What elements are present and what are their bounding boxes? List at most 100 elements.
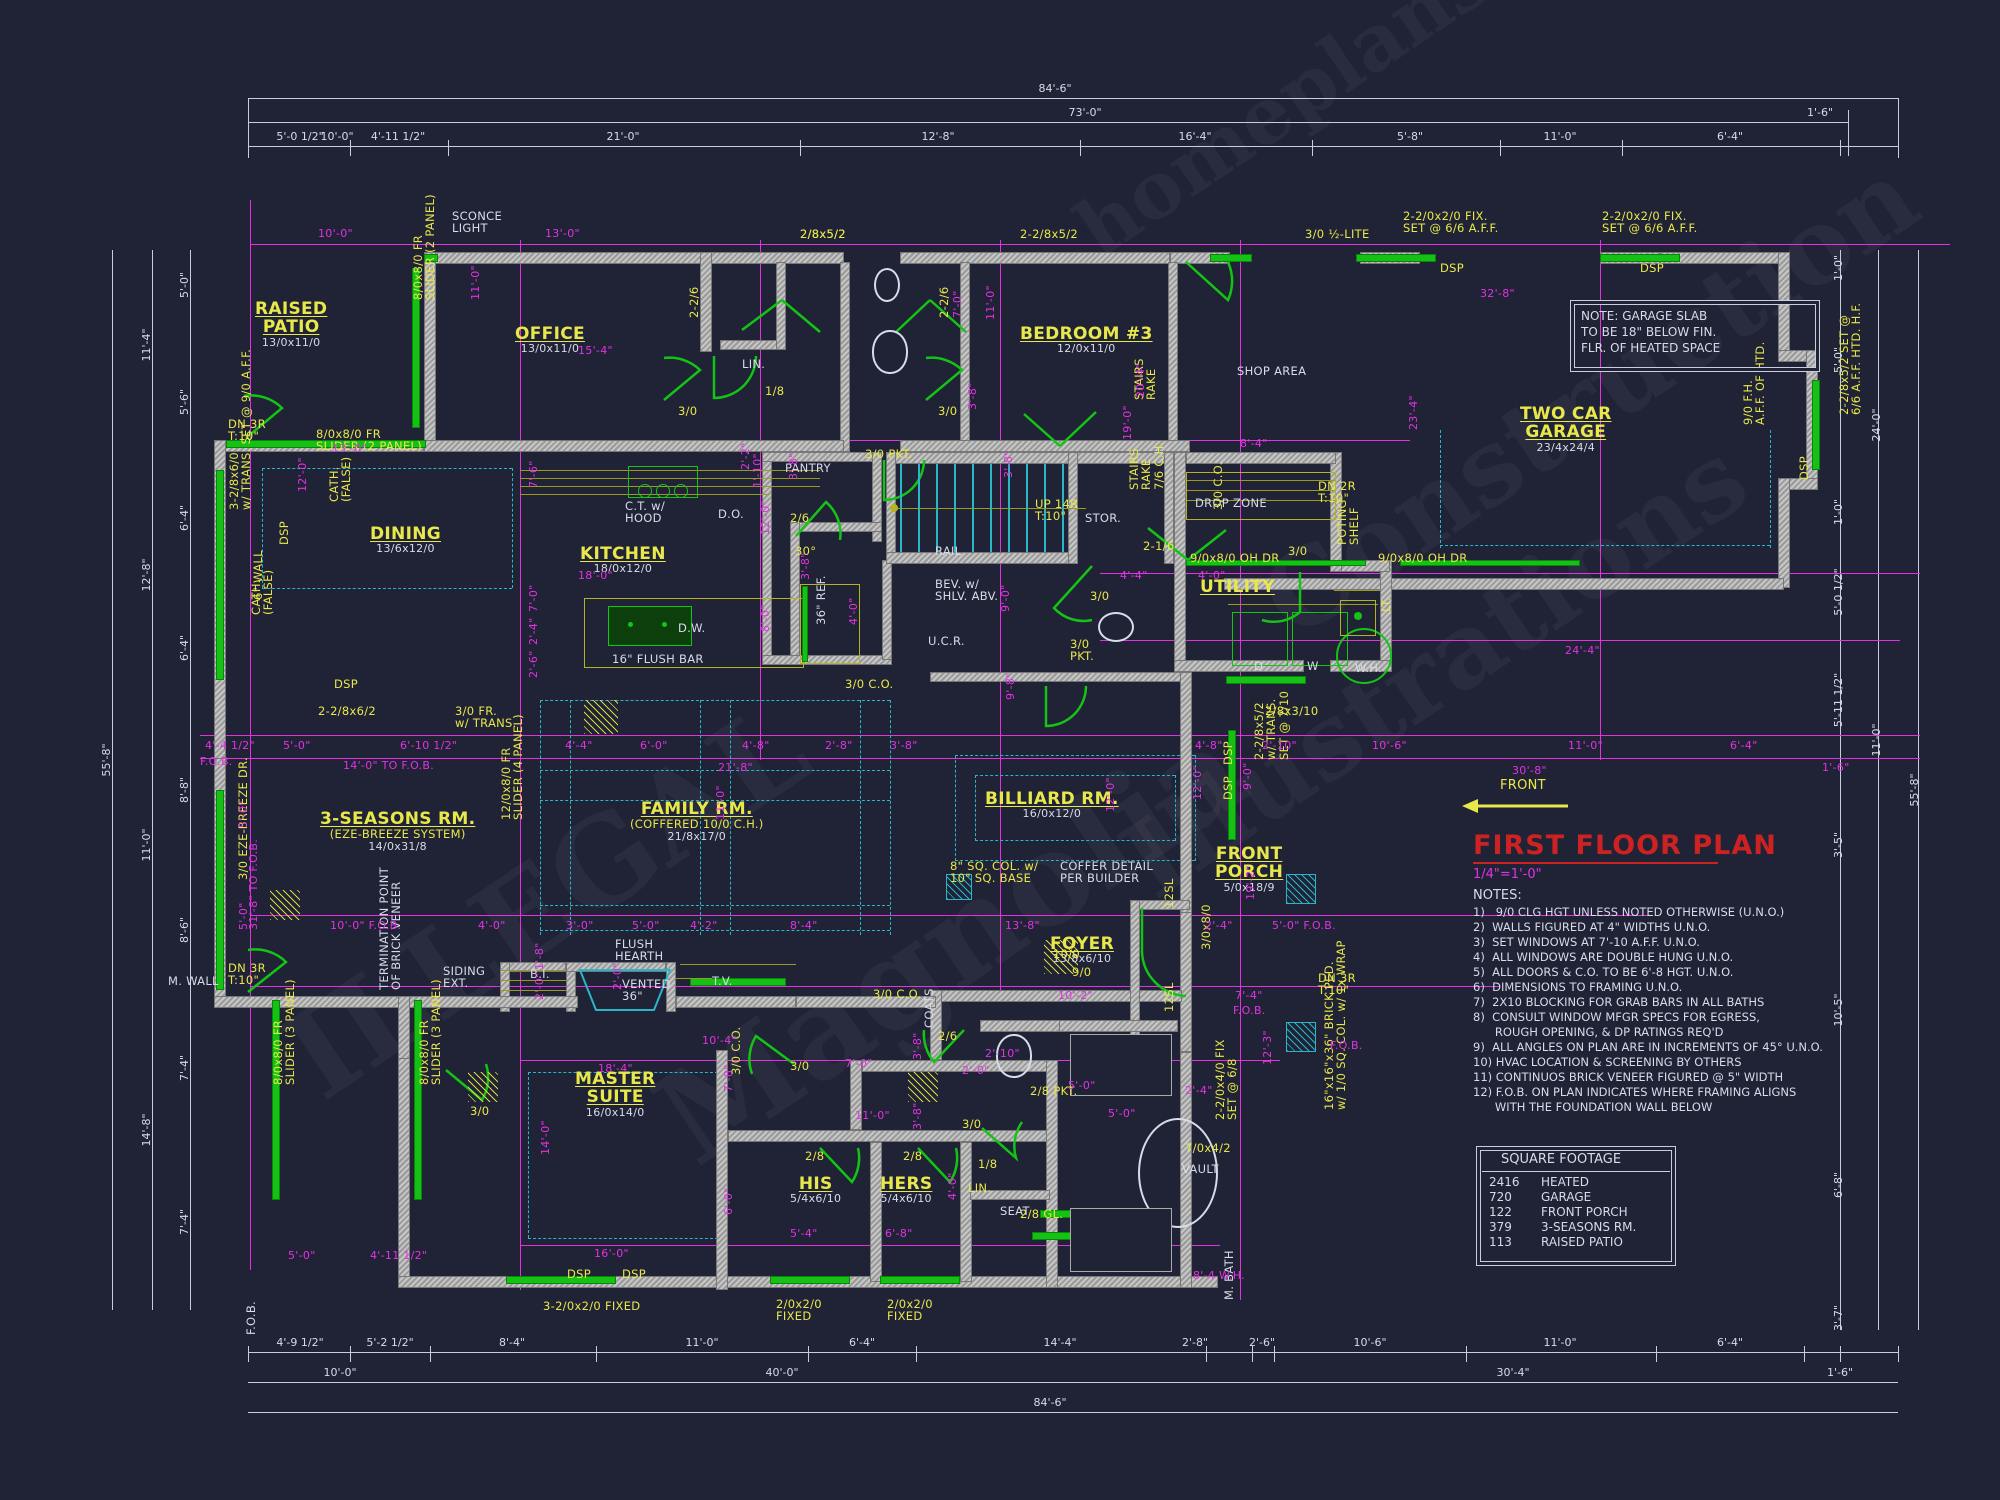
- framing-dimension-text: 8'-4 W.H.: [1193, 1269, 1245, 1282]
- framing-dimension-text: 2'-6": [527, 650, 540, 678]
- notes-list: 1) 9/0 CLG HGT UNLESS NOTED OTHERWISE (U…: [1473, 905, 1823, 1114]
- dimension-text-right: 5'-11 1/2": [1832, 672, 1845, 728]
- spec-callout-text: PKT.: [1070, 649, 1095, 663]
- dimension-text-top: 10'-0": [320, 130, 354, 143]
- framing-dimension-text: 5'-0": [237, 902, 250, 930]
- framing-dimension-text: 9'-0": [1241, 762, 1254, 790]
- title-block: FIRST FLOOR PLAN 1/4"=1'-0" NOTES: 1) 9/…: [1473, 830, 1823, 1114]
- spec-callout-text: 2/8: [903, 1149, 923, 1163]
- spec-callout-text: 3/0 FR. w/ TRANS.: [455, 704, 517, 731]
- spec-callout-text: 8/0x8/0 FR SLIDER (3 PANEL): [271, 979, 298, 1085]
- dim-extension: [1898, 98, 1899, 158]
- dim-tick: [448, 140, 449, 156]
- spec-callout-text: 2-2/8x6/2: [318, 704, 376, 718]
- stair-rail-line: [896, 508, 1086, 509]
- scale-label: 1/4"=1'-0": [1473, 867, 1542, 882]
- framing-dimension-text: 2'-0": [611, 962, 624, 990]
- spec-callout-text: UP 14R T:10": [1035, 497, 1079, 524]
- dim-tick: [1466, 1346, 1467, 1362]
- spec-callout-text: 2/0x2/0 FIXED: [776, 1297, 822, 1324]
- room-name: HERS: [880, 1174, 933, 1194]
- dim-tick: [1656, 1346, 1657, 1362]
- spec-callout-text: DSP: [567, 1267, 591, 1281]
- room-dimension: 13/8x6/10: [1052, 952, 1112, 966]
- framing-dimension-text: 10'-4": [702, 1034, 737, 1047]
- room-dimension: 16/0x12/0: [1022, 807, 1082, 821]
- notes-item: 3) SET WINDOWS AT 7'-10 A.F.F. U.N.O.: [1473, 935, 1700, 949]
- room-dimension: 13/0x11/0: [261, 335, 321, 349]
- spec-callout-text: DN 2R T:10": [1318, 479, 1356, 506]
- spec-callout-text: 2-1/6: [1143, 539, 1175, 553]
- dim-tick: [808, 1346, 809, 1362]
- spec-callout-text: 12SL: [1162, 982, 1176, 1012]
- room-dimension: 14/0x31/8: [368, 839, 427, 853]
- dim-extension: [248, 98, 249, 158]
- room-subnote: (EZE-BREEZE SYSTEM): [329, 827, 466, 842]
- notes-item: 4) ALL WINDOWS ARE DOUBLE HUNG U.N.O.: [1473, 950, 1734, 964]
- dimension-text-top: 73'-0": [1068, 106, 1102, 119]
- dimension-text-bottom: 40'-0": [765, 1366, 799, 1379]
- square-footage-value: 122: [1489, 1205, 1512, 1219]
- framing-dimension-text: 1'-6": [1822, 761, 1850, 774]
- room-dimension: 16/0x14/0: [585, 1105, 645, 1119]
- framing-dimension-text: 10'-0" F.O.B.: [330, 919, 402, 932]
- annotation-text: RAIL: [935, 544, 962, 558]
- dim-tick: [1898, 1346, 1899, 1362]
- dim-rule: [1878, 250, 1879, 1330]
- dimension-text-right: 1'-0": [1832, 498, 1845, 526]
- square-footage-label: HEATED: [1541, 1175, 1590, 1189]
- square-footage-label: GARAGE: [1541, 1190, 1592, 1204]
- dimension-text-left: 14'-8": [140, 1113, 153, 1147]
- framing-dimension-text: 2'-0": [962, 1064, 990, 1077]
- room-name: TWO CAR GARAGE: [1520, 404, 1612, 443]
- spec-callout-text: CATH. (FALSE): [327, 456, 354, 502]
- framing-dimension-text: F.O.B.: [200, 755, 233, 768]
- spec-callout-text: 9/0: [1072, 965, 1092, 979]
- room-name: FAMILY RM.: [640, 799, 753, 819]
- framing-dimension-text: 4'-4": [565, 739, 593, 752]
- framing-dimension-text: 9'-8": [1004, 672, 1017, 700]
- spec-callout-text: 2/0x2/0 FIXED: [887, 1297, 933, 1324]
- spec-callout-text: 16"x16"x36" BRICK PED. w/ 1/0 SQ. COL. w…: [1322, 940, 1349, 1110]
- framing-dimension-text: 10'-0": [318, 227, 353, 240]
- room-name: MASTER SUITE: [575, 1069, 656, 1108]
- framing-dimension-text: F.O.B.: [1233, 1004, 1266, 1017]
- spec-callout-text: 7/0x4/2: [1185, 1141, 1231, 1155]
- framing-dimension-text: 3'-8": [787, 452, 800, 480]
- dimension-text-left: 5'-6": [178, 388, 191, 416]
- spec-callout-text: 1/8: [978, 1157, 998, 1171]
- room-name: OFFICE: [515, 324, 585, 344]
- notes-item: 11) CONTINUOS BRICK VENEER FIGURED @ 5" …: [1473, 1070, 1784, 1084]
- room-dimension: 23/4x24/4: [1536, 440, 1596, 454]
- dim-rule: [1918, 250, 1919, 1330]
- annotation-text: SHOP AREA: [1237, 364, 1307, 378]
- framing-dimension-text: 4'-11 1/2": [370, 1249, 428, 1262]
- dim-rule: [112, 250, 113, 1310]
- annotation-text: SCONCE LIGHT: [452, 209, 503, 236]
- spec-callout-text: POTING SHELF: [1335, 499, 1362, 545]
- annotation-text: B.I.: [530, 967, 550, 981]
- spec-callout-text: LT.: [1379, 596, 1393, 612]
- framing-dimension-text: 4'-8": [1195, 739, 1223, 752]
- dim-tick: [350, 1346, 351, 1362]
- annotation-text: VENTED 36": [622, 977, 671, 1004]
- notes-item: 1) 9/0 CLG HGT UNLESS NOTED OTHERWISE (U…: [1473, 905, 1785, 919]
- dim-tick: [916, 1346, 917, 1362]
- framing-dimension-text: 4'-0": [1198, 569, 1226, 582]
- dimension-text-left: 11'-4": [140, 328, 153, 362]
- framing-dimension-text: 5'-0": [288, 1249, 316, 1262]
- framing-dimension-text: 6'-0": [640, 739, 668, 752]
- garage-note-text: NOTE: GARAGE SLAB TO BE 18" BELOW FIN. F…: [1581, 309, 1721, 356]
- square-footage-label: FRONT PORCH: [1541, 1205, 1628, 1219]
- front-label: FRONT: [1500, 778, 1546, 793]
- garage-note-box: NOTE: GARAGE SLAB TO BE 18" BELOW FIN. F…: [1570, 300, 1820, 372]
- spec-callout-text: 2-2/6: [687, 286, 701, 318]
- framing-dimension-text: 2'-10": [1262, 739, 1297, 752]
- dimension-text-top: 12'-8": [921, 130, 955, 143]
- dim-rule: [248, 98, 1898, 99]
- room-dimension: 13/6x12/0: [376, 542, 435, 556]
- framing-dimension-text: 3'-0": [566, 919, 594, 932]
- dimension-text-bottom: 14'-4": [1043, 1336, 1077, 1349]
